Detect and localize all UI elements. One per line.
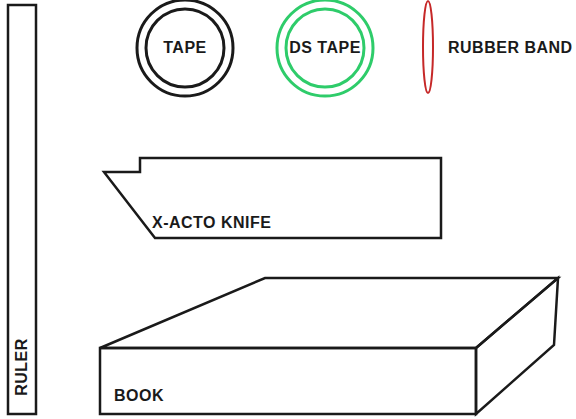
- ds-tape-roll: DS TAPE: [275, 0, 375, 98]
- tape-outer-ring: [137, 0, 233, 96]
- item-label: X-ACTO KNIFE: [152, 215, 271, 231]
- rubber-band-shape: [423, 1, 433, 93]
- knife-shape: [104, 158, 441, 238]
- item-label: TAPE: [163, 40, 206, 56]
- node-outline: [96, 274, 562, 418]
- tape-inner-ring: [286, 9, 364, 87]
- item-label: RULER: [14, 338, 30, 396]
- book-side: [476, 278, 558, 414]
- item-label: BOOK: [114, 388, 164, 404]
- item-label: DS TAPE: [289, 40, 361, 56]
- xacto-knife: X-ACTO KNIFE: [100, 155, 445, 241]
- ruler-outline: RULER: [8, 5, 36, 414]
- node-outline: [100, 155, 445, 241]
- tape-outer-ring: [277, 0, 373, 96]
- tape-inner-ring: [146, 9, 224, 87]
- rubber-band: RUBBER BAND: [420, 0, 576, 95]
- book-front: [100, 348, 476, 414]
- ruler-shape: [8, 5, 36, 414]
- item-label: RUBBER BAND: [448, 40, 573, 56]
- book: BOOK: [96, 274, 562, 418]
- tape-roll: TAPE: [135, 0, 235, 98]
